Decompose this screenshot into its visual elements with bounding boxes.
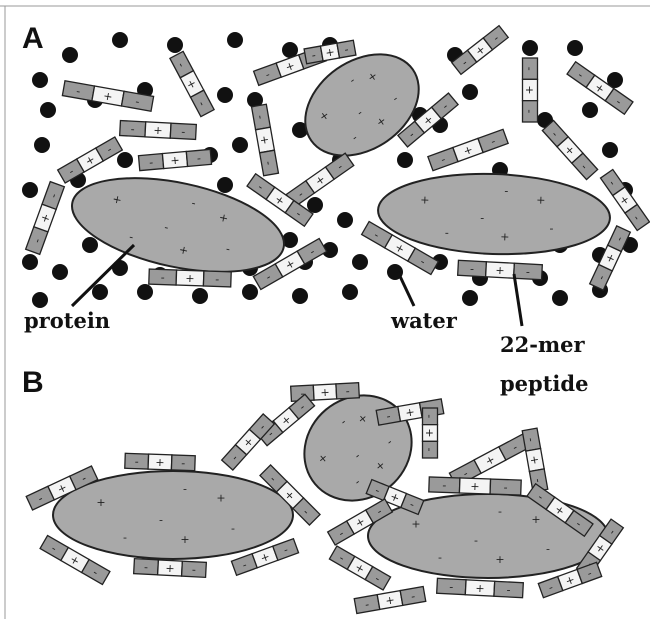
charge-sign: + bbox=[423, 428, 436, 437]
water-molecule bbox=[227, 32, 243, 48]
charge-sign: - bbox=[123, 531, 127, 544]
peptide: - + - bbox=[149, 269, 231, 287]
charge-sign: - bbox=[503, 481, 507, 494]
charge-sign: - bbox=[144, 561, 149, 574]
water-molecule bbox=[32, 72, 48, 88]
charge-sign: - bbox=[181, 457, 185, 470]
water-molecule bbox=[552, 290, 568, 306]
charge-sign: - bbox=[546, 543, 550, 556]
water-molecule bbox=[307, 197, 323, 213]
charge-sign: - bbox=[445, 226, 449, 239]
charge-sign: - bbox=[130, 123, 135, 136]
water-molecule bbox=[352, 254, 368, 270]
water-molecule bbox=[32, 292, 48, 308]
charge-sign: - bbox=[470, 262, 475, 275]
panel-a-label: A bbox=[22, 22, 44, 55]
charge-sign: - bbox=[549, 222, 553, 235]
water-molecule bbox=[462, 84, 478, 100]
charge-sign: + bbox=[320, 386, 330, 399]
charge-sign: + bbox=[96, 496, 105, 509]
water-molecule bbox=[232, 137, 248, 153]
water-molecule bbox=[602, 142, 618, 158]
charge-sign: - bbox=[215, 273, 219, 286]
charge-sign: - bbox=[506, 583, 511, 596]
charge-sign: - bbox=[345, 385, 350, 398]
peptide: - + - bbox=[423, 408, 438, 458]
charge-sign: - bbox=[183, 483, 187, 496]
charge-sign: - bbox=[423, 448, 436, 452]
water-molecule bbox=[192, 288, 208, 304]
water-molecule bbox=[92, 284, 108, 300]
peptide: - + - bbox=[120, 121, 197, 140]
charge-sign: + bbox=[495, 553, 504, 566]
charge-sign: + bbox=[531, 513, 540, 526]
charge-sign: + bbox=[495, 264, 505, 277]
water-molecule bbox=[397, 152, 413, 168]
charge-sign: + bbox=[470, 480, 480, 493]
water-molecule bbox=[82, 237, 98, 253]
water-molecule bbox=[167, 37, 183, 53]
water-molecule bbox=[342, 284, 358, 300]
water-molecule bbox=[567, 40, 583, 56]
charge-sign: - bbox=[192, 563, 197, 576]
charge-sign: + bbox=[185, 272, 195, 285]
charge-sign: + bbox=[216, 491, 225, 504]
water-molecule bbox=[337, 212, 353, 228]
charge-sign: + bbox=[153, 124, 163, 137]
water-molecule bbox=[137, 284, 153, 300]
charge-sign: + bbox=[420, 193, 430, 206]
charge-sign: + bbox=[500, 230, 510, 243]
charge-sign: - bbox=[523, 109, 536, 113]
water-molecule bbox=[40, 102, 56, 118]
charge-sign: - bbox=[160, 271, 164, 284]
charge-sign: - bbox=[442, 479, 446, 492]
panel-b-label: B bbox=[22, 366, 44, 399]
charge-sign: - bbox=[480, 212, 484, 225]
water-molecule bbox=[217, 177, 233, 193]
charge-sign: - bbox=[504, 184, 508, 197]
charge-sign: + bbox=[523, 85, 536, 94]
water-molecule bbox=[117, 152, 133, 168]
peptide: - + - bbox=[523, 58, 538, 122]
peptide: - + - bbox=[134, 559, 207, 578]
charge-sign: - bbox=[438, 551, 442, 564]
charge-sign: - bbox=[181, 125, 186, 138]
peptide-label-line2: peptide bbox=[500, 371, 588, 396]
charge-sign: - bbox=[134, 455, 138, 468]
charge-sign: - bbox=[474, 534, 478, 547]
charge-sign: + bbox=[475, 582, 485, 595]
water-molecule bbox=[242, 284, 258, 300]
water-molecule bbox=[62, 47, 78, 63]
water-molecule bbox=[112, 32, 128, 48]
peptide: - + - bbox=[125, 453, 195, 470]
charge-sign: - bbox=[523, 67, 536, 71]
charge-sign: + bbox=[165, 562, 175, 575]
protein-label: protein bbox=[24, 308, 110, 333]
charge-sign: + bbox=[170, 154, 180, 168]
water-molecule bbox=[34, 137, 50, 153]
water-molecule bbox=[522, 40, 538, 56]
water-molecule bbox=[292, 288, 308, 304]
water-label: water bbox=[390, 308, 458, 333]
water-molecule bbox=[22, 254, 38, 270]
water-molecule bbox=[462, 290, 478, 306]
peptide: - + - bbox=[429, 477, 521, 495]
charge-sign: + bbox=[411, 517, 420, 530]
charge-sign: - bbox=[423, 414, 436, 418]
charge-sign: - bbox=[498, 505, 502, 518]
charge-sign: - bbox=[449, 580, 454, 593]
water-molecule bbox=[22, 182, 38, 198]
water-molecule bbox=[52, 264, 68, 280]
charge-sign: + bbox=[155, 456, 165, 469]
charge-sign: - bbox=[159, 513, 163, 526]
water-molecule bbox=[217, 87, 233, 103]
peptide-label-line1: 22-mer bbox=[500, 332, 586, 357]
water-molecule bbox=[582, 102, 598, 118]
charge-sign: - bbox=[231, 522, 235, 535]
charge-sign: + bbox=[180, 533, 189, 546]
charge-sign: + bbox=[536, 193, 546, 206]
charge-sign: - bbox=[526, 265, 531, 278]
